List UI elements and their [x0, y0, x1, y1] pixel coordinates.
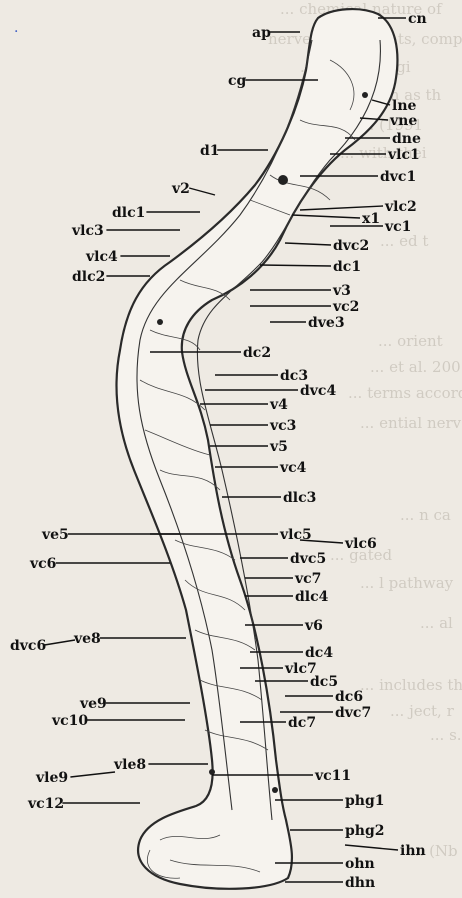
leader-ihn	[345, 845, 398, 850]
label-dvc1: dvc1	[380, 169, 416, 185]
background-text-line: ... s.	[430, 726, 462, 744]
label-vc7: vc7	[294, 571, 321, 587]
label-ve5: ve5	[41, 527, 69, 543]
label-dc3: dc3	[280, 368, 308, 384]
label-v2: v2	[171, 181, 190, 197]
label-vne: vne	[389, 113, 417, 129]
label-dlc4: dlc4	[295, 589, 329, 605]
background-text-line: ... terms accord	[348, 384, 462, 402]
label-dc1: dc1	[333, 259, 361, 275]
ganglion-dot-5	[157, 319, 163, 325]
label-ve8: ve8	[73, 631, 101, 647]
background-text-line: ... l pathway	[360, 574, 454, 592]
label-dvc4: dvc4	[300, 383, 336, 399]
ganglion-dot-2	[272, 787, 278, 793]
label-vc3: vc3	[269, 418, 296, 434]
label-dc4: dc4	[305, 645, 333, 661]
label-ihn: ihn	[400, 843, 426, 859]
label-v4: v4	[269, 397, 288, 413]
label-ap: ap	[252, 25, 271, 41]
label-v6: v6	[304, 618, 323, 634]
label-dlc3: dlc3	[283, 490, 316, 506]
label-phg1: phg1	[345, 793, 385, 809]
label-lne: lne	[392, 98, 416, 114]
label-v5: v5	[269, 439, 288, 455]
label-dlc2: dlc2	[72, 269, 105, 285]
label-dvc6: dvc6	[10, 638, 46, 654]
label-dlc1: dlc1	[112, 205, 145, 221]
label-vlc2: vlc2	[384, 199, 417, 215]
ganglion-dot-1	[209, 769, 215, 775]
label-vc6: vc6	[29, 556, 56, 572]
label-vc11: vc11	[314, 768, 351, 784]
label-vc1: vc1	[384, 219, 411, 235]
label-v3: v3	[332, 283, 351, 299]
leader-vle9	[70, 772, 115, 777]
body-outline	[116, 9, 397, 889]
background-text-line: ... n ca	[400, 506, 451, 524]
corner-marker: ·	[14, 24, 18, 40]
label-dc2: dc2	[243, 345, 271, 361]
background-text-line: ... ject, r	[390, 702, 455, 720]
leader-dc1	[260, 265, 331, 266]
label-dc5: dc5	[310, 674, 338, 690]
leader-dvc2	[285, 243, 331, 245]
label-vc2: vc2	[332, 299, 359, 315]
label-dvc5: dvc5	[290, 551, 326, 567]
leader-vlc2	[300, 206, 383, 210]
background-text-line: ... orient	[378, 332, 443, 350]
label-dc6: dc6	[335, 689, 363, 705]
leader-dvc6	[44, 640, 75, 645]
organ-outline	[116, 9, 397, 889]
label-ve9: ve9	[79, 696, 107, 712]
background-text-line: ... et al. 200	[370, 358, 461, 376]
leader-x1	[292, 215, 360, 218]
label-phg2: phg2	[345, 823, 385, 839]
label-vlc1: vlc1	[387, 147, 420, 163]
label-dc7: dc7	[288, 715, 316, 731]
label-vc10: vc10	[51, 713, 88, 729]
label-cg: cg	[228, 73, 247, 89]
label-dne: dne	[392, 131, 421, 147]
label-vle9: vle9	[35, 770, 68, 786]
ganglion-dot-4	[362, 92, 368, 98]
leader-v2	[189, 188, 215, 195]
background-text-line: ... al	[420, 614, 453, 632]
background-text-line: ... includes th	[360, 676, 462, 694]
label-vlc6: vlc6	[344, 536, 377, 552]
label-x1: x1	[362, 211, 380, 227]
label-vlc5: vlc5	[279, 527, 312, 543]
label-dve3: dve3	[308, 315, 345, 331]
label-vlc4: vlc4	[85, 249, 118, 265]
label-vlc3: vlc3	[71, 223, 104, 239]
background-text-line: ... ential nerv	[360, 414, 462, 432]
label-vle8: vle8	[113, 757, 146, 773]
label-dvc2: dvc2	[333, 238, 369, 254]
label-ohn: ohn	[345, 856, 375, 872]
ganglion-dot-3	[278, 175, 288, 185]
label-d1: d1	[200, 143, 220, 159]
label-cn: cn	[408, 11, 427, 27]
label-dvc7: dvc7	[335, 705, 371, 721]
label-vc4: vc4	[279, 460, 307, 476]
label-dhn: dhn	[345, 875, 375, 891]
label-vc12: vc12	[27, 796, 64, 812]
